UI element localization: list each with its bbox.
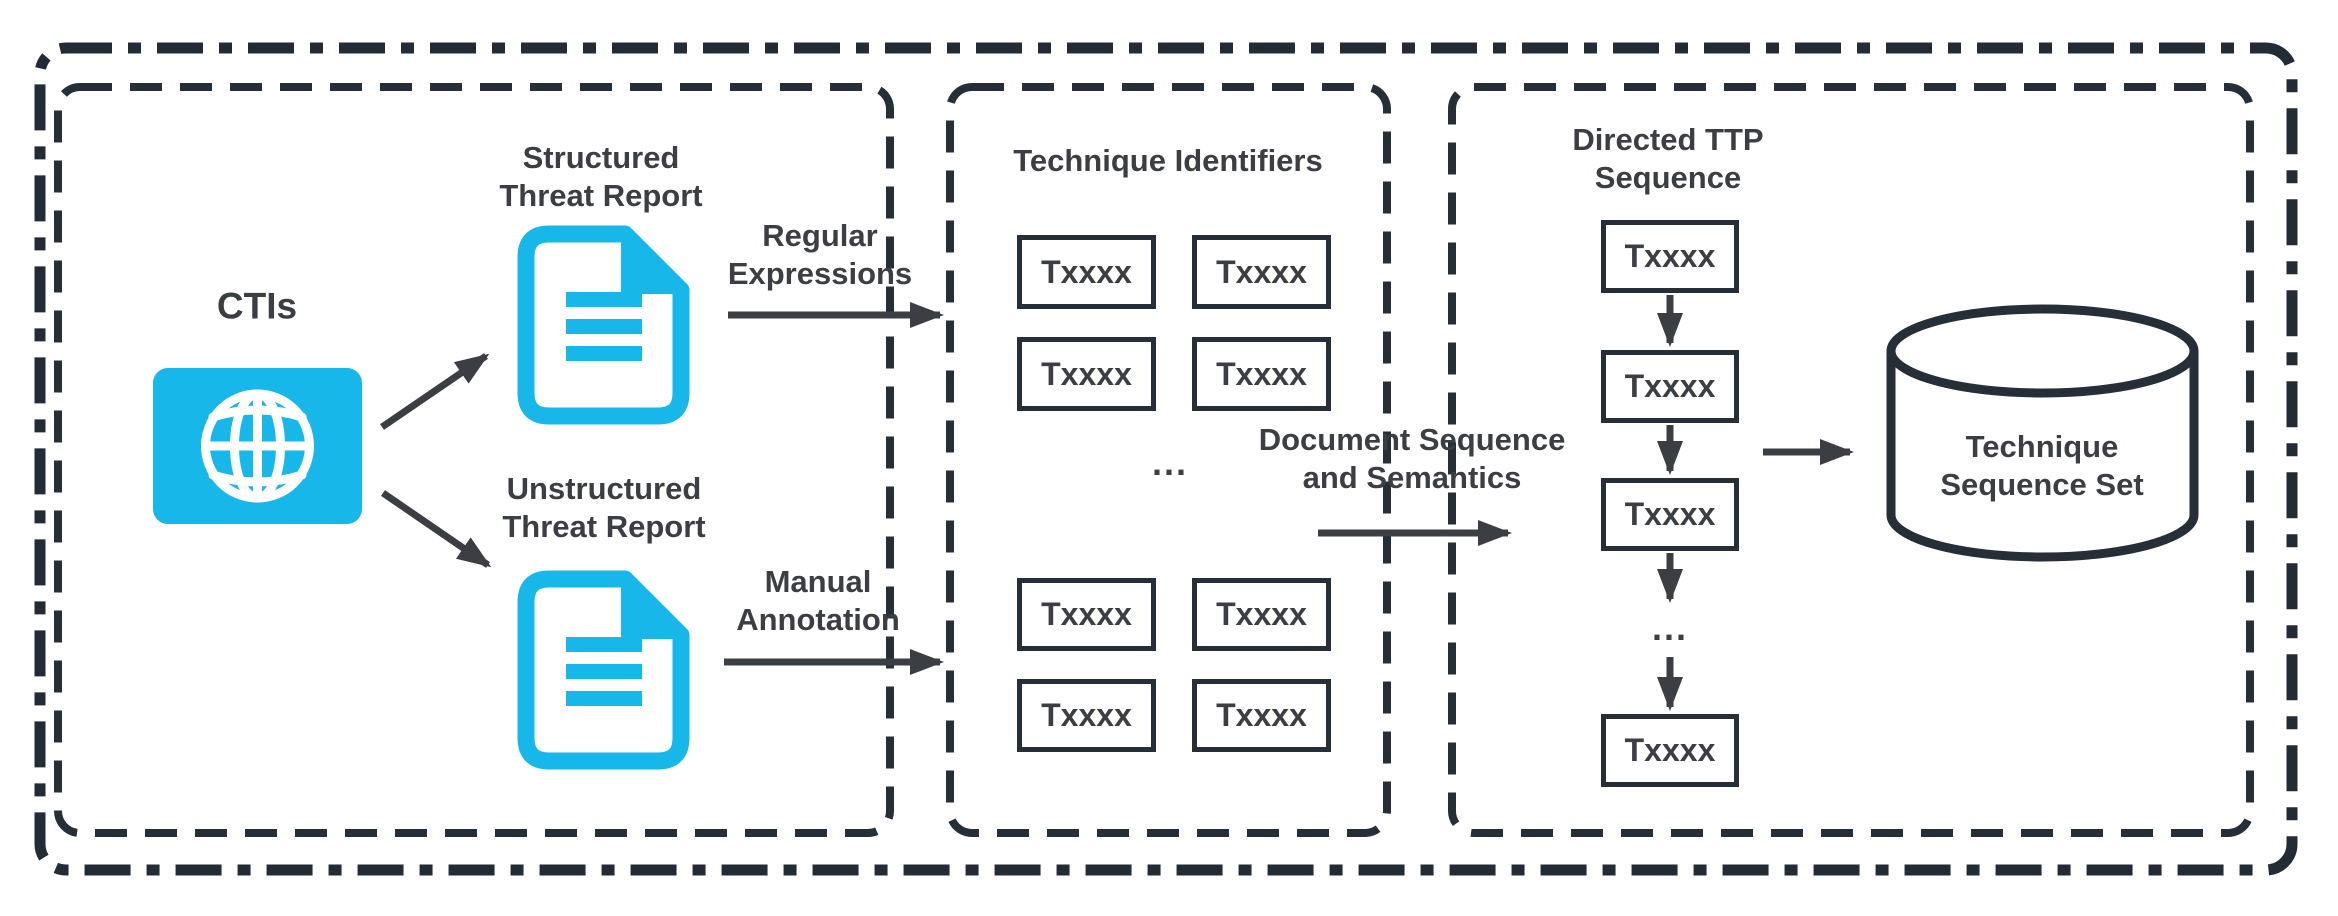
technique-id-box: Txxxx xyxy=(1192,337,1331,411)
identifiers-panel-border xyxy=(946,83,1391,837)
manual-annotation-label: Manual Annotation xyxy=(736,564,900,637)
globe-icon xyxy=(153,368,362,524)
structured-document-icon xyxy=(526,234,681,416)
chain-box: Txxxx xyxy=(1601,220,1739,293)
technique-id-box: Txxxx xyxy=(1017,679,1156,752)
technique-id-box: Txxxx xyxy=(1017,235,1156,309)
technique-id-box: Txxxx xyxy=(1017,337,1156,411)
arrow-globe-to-structured xyxy=(380,353,490,430)
cti-panel-title: CTIs xyxy=(216,285,298,327)
database-cylinder-icon xyxy=(1886,304,2199,562)
chain-box: Txxxx xyxy=(1601,478,1739,551)
chain-box: Txxxx xyxy=(1601,714,1739,787)
technique-id-box: Txxxx xyxy=(1017,578,1156,651)
identifiers-ellipsis: ... xyxy=(1151,442,1189,483)
outer-dashdot-border xyxy=(34,42,2298,876)
unstructured-document-icon xyxy=(526,579,681,761)
technique-id-box: Txxxx xyxy=(1192,679,1331,752)
document-sequence-label: Document Sequence and Semantics xyxy=(1258,422,1566,495)
sequence-panel-border xyxy=(1448,83,2254,837)
chain-box: Txxxx xyxy=(1601,350,1739,423)
regular-expressions-label: Regular Expressions xyxy=(727,218,913,291)
sequence-panel-title: Directed TTP Sequence xyxy=(1572,122,1764,195)
chain-ellipsis: ... xyxy=(1651,607,1689,648)
store-label: Technique Sequence Set xyxy=(1940,429,2144,502)
identifiers-panel-title: Technique Identifiers xyxy=(1013,143,1323,179)
technique-id-box: Txxxx xyxy=(1192,578,1331,651)
technique-id-box: Txxxx xyxy=(1192,235,1331,309)
cti-panel-border xyxy=(54,83,894,837)
arrow-globe-to-unstructured xyxy=(381,490,492,568)
unstructured-report-label: Unstructured Threat Report xyxy=(502,471,706,544)
structured-report-label: Structured Threat Report xyxy=(499,140,703,213)
